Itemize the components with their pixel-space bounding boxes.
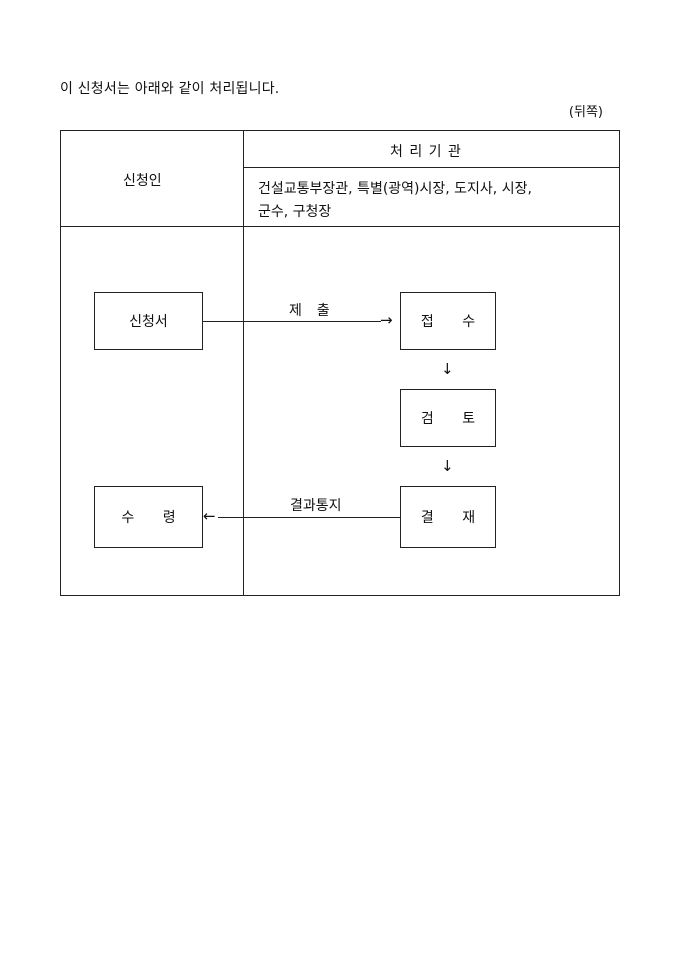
column-divider	[243, 130, 244, 596]
submit-arrow-head: →	[380, 311, 393, 329]
submit-arrow-line	[203, 321, 381, 322]
receipt-box: 접 수	[400, 292, 496, 350]
submit-label: 제 출	[289, 303, 332, 319]
agency-header: 처 리 기 관	[390, 144, 462, 160]
intro-text: 이 신청서는 아래와 같이 처리됩니다.	[60, 81, 280, 97]
approval-box: 결 재	[400, 486, 496, 548]
agency-list-line1: 건설교통부장관, 특별(광역)시장, 도지사, 시장,	[258, 181, 532, 197]
approval-label: 결 재	[420, 510, 488, 526]
down-arrow-1: ↓	[441, 360, 454, 378]
receipt-label: 접 수	[420, 314, 488, 330]
page-side-note: (뒤쪽)	[568, 105, 603, 120]
process-table	[60, 130, 620, 596]
agency-list-line2: 군수, 구청장	[258, 204, 332, 220]
application-label: 신청서	[129, 314, 168, 330]
receive-label: 수 령	[121, 510, 188, 526]
notify-label: 결과통지	[290, 498, 342, 514]
review-label: 검 토	[420, 411, 488, 427]
header-bottom-divider	[60, 226, 620, 227]
application-box: 신청서	[94, 292, 203, 350]
header-divider-right	[243, 167, 620, 168]
review-box: 검 토	[400, 389, 496, 447]
notify-arrow-line	[218, 517, 400, 518]
down-arrow-2: ↓	[441, 457, 454, 475]
notify-arrow-head: ←	[203, 507, 216, 525]
applicant-header: 신청인	[123, 173, 162, 189]
receive-box: 수 령	[94, 486, 203, 548]
